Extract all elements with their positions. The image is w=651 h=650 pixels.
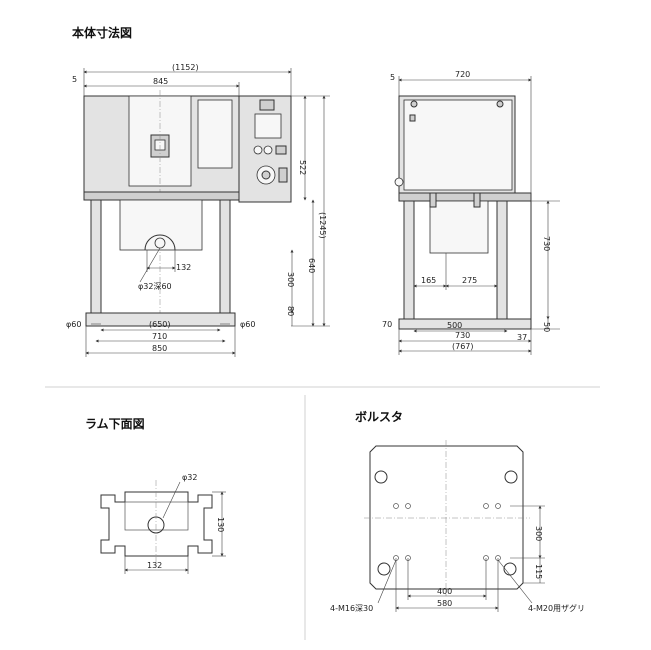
dim-front-upper-height: 522 <box>298 160 307 175</box>
dim-front-overall-width: (1152) <box>172 63 199 72</box>
side-latch <box>409 114 416 122</box>
dim-side-overall-depth: (767) <box>452 342 474 351</box>
side-column-front <box>403 200 415 320</box>
heading-bolster: ボルスタ <box>355 409 403 424</box>
bolster-tap-3 <box>483 503 489 509</box>
side-knob <box>394 177 404 187</box>
front-crown-band <box>83 191 240 201</box>
dim-front-column-pitch: 710 <box>152 332 167 341</box>
dim-front-offset: 5 <box>72 75 77 84</box>
front-ram-hole <box>154 237 166 249</box>
dim-side-base-thickness: 50 <box>542 322 551 332</box>
side-view: 720 5 730 50 165 275 70 500 37 730 (767) <box>382 70 560 355</box>
dim-ram-height: 130 <box>216 517 225 532</box>
heading-main-view: 本体寸法図 <box>72 25 132 40</box>
side-ram-bracket-2 <box>473 192 481 208</box>
dim-side-col-offset: 165 <box>421 276 436 285</box>
note-bolster-tap: 4-M16深30 <box>330 604 373 613</box>
side-lamp-2 <box>496 100 504 108</box>
dim-front-column-left: φ60 <box>66 320 81 329</box>
dim-side-base-depth: 730 <box>455 331 470 340</box>
dim-front-column-pitch-inner: (650) <box>149 320 171 329</box>
bolster-tap-2 <box>405 503 411 509</box>
note-bolster-counterbore: 4-M20用ザグリ <box>528 603 585 613</box>
panel-display <box>254 113 282 139</box>
dim-side-offset: 5 <box>390 73 395 82</box>
dim-front-body-width: 845 <box>153 77 168 86</box>
dim-bolster-pitch-x-inner: 400 <box>437 587 452 596</box>
front-column-right <box>219 199 231 327</box>
dim-ram-width: 132 <box>147 561 162 570</box>
panel-button <box>278 167 288 183</box>
front-view: (1152) 5 845 522 (1245) 640 300 80 132 φ… <box>66 63 330 357</box>
dim-bolster-edge-y: 115 <box>534 564 543 579</box>
ram-recess <box>124 501 189 531</box>
dim-front-ram-to-base: 300 <box>286 272 295 287</box>
dim-front-column-right: φ60 <box>240 320 255 329</box>
panel-lamp <box>259 99 275 111</box>
front-base <box>85 312 236 327</box>
dim-front-total-height: (1245) <box>318 212 327 239</box>
side-ram-bracket-1 <box>429 192 437 208</box>
bolster-counterbore-tr <box>504 470 518 484</box>
side-crown-band <box>398 192 532 202</box>
panel-switch-2 <box>263 145 273 155</box>
side-lamp-1 <box>410 100 418 108</box>
side-column-rear <box>496 200 508 320</box>
dim-bolster-pitch-x-outer: 580 <box>437 599 452 608</box>
ram-underside-view: φ32 130 132 <box>100 473 226 574</box>
dim-front-base-height: 80 <box>286 306 295 316</box>
front-column-left <box>90 199 102 327</box>
bolster-counterbore-tl <box>374 470 388 484</box>
dim-front-table-height: 640 <box>307 258 316 273</box>
panel-switch-3 <box>275 145 287 155</box>
bolster-tap-1 <box>393 503 399 509</box>
dim-side-frame-height: 730 <box>542 236 551 251</box>
dim-front-base-width: 850 <box>152 344 167 353</box>
dim-side-depth: 720 <box>455 70 470 79</box>
dim-side-right-margin: 37 <box>517 333 527 342</box>
side-panel-face <box>403 99 513 191</box>
dim-bolster-pitch-y: 300 <box>534 526 543 541</box>
dim-ram-hole: φ32 <box>182 473 197 482</box>
ram-outline <box>100 491 213 557</box>
dim-front-ram-bore: 132 <box>176 263 191 272</box>
dim-front-ram-hole: φ32深60 <box>138 282 172 291</box>
panel-dial-center <box>261 170 271 180</box>
dim-side-col-pitch: 275 <box>462 276 477 285</box>
bolster-counterbore-br <box>503 562 517 576</box>
front-side-window <box>197 99 233 169</box>
bolster-counterbore-bl <box>377 562 391 576</box>
front-ram-nose <box>144 234 176 251</box>
side-base <box>398 318 532 330</box>
side-ram-slide <box>429 200 489 254</box>
dim-side-base-inner: 500 <box>447 321 462 330</box>
bolster-view: 300 115 400 580 4-M16深30 4-M20用ザグリ <box>330 440 585 613</box>
heading-ram-view: ラム下面図 <box>85 417 145 431</box>
panel-switch-1 <box>253 145 263 155</box>
bolster-tap-4 <box>495 503 501 509</box>
dim-side-left-margin: 70 <box>382 320 392 329</box>
